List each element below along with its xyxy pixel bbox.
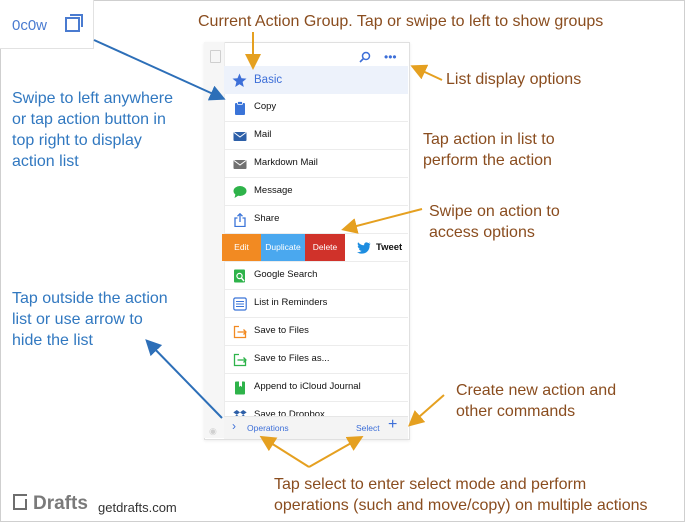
action-row-google-search[interactable]: Google Search bbox=[224, 262, 408, 290]
action-row-share[interactable]: Share bbox=[224, 206, 408, 234]
drafts-logo-text: Drafts bbox=[33, 493, 88, 514]
annotation-line: Tap action in list to bbox=[423, 131, 555, 148]
share-icon bbox=[234, 213, 246, 227]
duplicate-button[interactable]: Duplicate bbox=[261, 234, 305, 261]
operations-button[interactable]: Operations bbox=[247, 423, 289, 433]
document-icon[interactable] bbox=[210, 50, 221, 63]
annotation-line: or tap action button in bbox=[12, 111, 166, 128]
annotation-line: list or use arrow to bbox=[12, 311, 143, 328]
annotation-line: Tap outside the action bbox=[12, 290, 168, 307]
action-label: Save to Dropbox bbox=[254, 409, 325, 420]
save-icon bbox=[233, 353, 247, 367]
action-row-save-to-files-as[interactable]: Save to Files as... bbox=[224, 346, 408, 374]
action-row-copy[interactable]: Copy bbox=[224, 94, 408, 122]
chevron-right-icon[interactable]: › bbox=[232, 419, 236, 433]
action-label: Share bbox=[254, 213, 280, 224]
annotation-swipe-on-action: Swipe on action to access options bbox=[429, 201, 560, 243]
action-label: Save to Files as... bbox=[254, 353, 330, 364]
arrow-create-new bbox=[407, 394, 445, 427]
action-list: Basic Copy Mail Markdown Mail Message Sh… bbox=[222, 66, 408, 429]
draft-code: 0c0w bbox=[12, 17, 48, 34]
message-icon bbox=[233, 186, 247, 198]
top-widget: 0c0w bbox=[0, 0, 94, 49]
annotation-line: other commands bbox=[456, 403, 576, 420]
annotation-line: perform the action bbox=[423, 152, 552, 169]
action-label: Markdown Mail bbox=[254, 157, 318, 168]
action-label: Mail bbox=[254, 129, 272, 140]
drafts-logo-icon bbox=[13, 494, 27, 510]
action-row-append-to-icloud-journal[interactable]: Append to iCloud Journal bbox=[224, 374, 408, 402]
site-link[interactable]: getdrafts.com bbox=[98, 500, 177, 515]
action-row-markdown-mail[interactable]: Markdown Mail bbox=[224, 150, 408, 178]
mail-icon bbox=[233, 160, 247, 169]
action-list-bottom-bar: › Operations Select + bbox=[224, 416, 408, 439]
more-options-icon[interactable]: ••• bbox=[384, 50, 397, 64]
list-icon bbox=[233, 297, 247, 311]
action-row-message[interactable]: Message bbox=[224, 178, 408, 206]
arrow-list-display bbox=[410, 64, 443, 81]
action-label: Copy bbox=[254, 101, 277, 112]
annotation-line: hide the list bbox=[12, 332, 93, 349]
annotation-list-display: List display options bbox=[446, 71, 582, 88]
arrow-select bbox=[308, 436, 364, 468]
add-action-button[interactable]: + bbox=[388, 416, 398, 433]
annotation-swipe-left: Swipe to left anywhere or tap action but… bbox=[12, 88, 173, 172]
google-search-icon bbox=[234, 269, 245, 283]
edit-button[interactable]: Edit bbox=[222, 234, 261, 261]
action-row-tweet-swiped[interactable]: Edit Duplicate Delete Tweet bbox=[222, 234, 408, 262]
action-group-label: Basic bbox=[254, 74, 283, 86]
annotation-current-group: Current Action Group. Tap or swipe to le… bbox=[198, 13, 604, 30]
annotation-line: Swipe to left anywhere bbox=[12, 90, 173, 107]
mail-icon bbox=[233, 132, 247, 141]
annotation-line: access options bbox=[429, 224, 535, 241]
arrow-swipe-on-action bbox=[341, 208, 423, 234]
action-label: Save to Files bbox=[254, 325, 309, 336]
annotation-create-new: Create new action and other commands bbox=[456, 380, 616, 422]
save-icon bbox=[233, 325, 247, 339]
action-label: Tweet bbox=[376, 242, 403, 253]
eye-icon[interactable]: ◉ bbox=[209, 426, 217, 436]
action-label: List in Reminders bbox=[254, 297, 328, 308]
action-row-save-to-files[interactable]: Save to Files bbox=[224, 318, 408, 346]
annotation-line: Tap select to enter select mode and perf… bbox=[274, 476, 587, 493]
annotation-line: action list bbox=[12, 153, 79, 170]
arrow-tap-outside bbox=[145, 339, 223, 419]
action-label: Google Search bbox=[254, 269, 318, 280]
select-button[interactable]: Select bbox=[356, 423, 380, 433]
search-icon[interactable] bbox=[359, 51, 371, 63]
clipboard-icon bbox=[235, 101, 245, 115]
annotation-line: operations (such and move/copy) on multi… bbox=[274, 497, 648, 514]
action-label: Append to iCloud Journal bbox=[254, 381, 361, 392]
annotation-line: Swipe on action to bbox=[429, 203, 560, 220]
action-row-mail[interactable]: Mail bbox=[224, 122, 408, 150]
annotation-tap-select: Tap select to enter select mode and perf… bbox=[274, 474, 648, 516]
star-icon bbox=[232, 73, 247, 87]
arrow-swipe-left bbox=[93, 39, 226, 101]
delete-button[interactable]: Delete bbox=[305, 234, 345, 261]
action-row-list-in-reminders[interactable]: List in Reminders bbox=[224, 290, 408, 318]
action-label: Message bbox=[254, 185, 293, 196]
annotation-tap-outside: Tap outside the action list or use arrow… bbox=[12, 288, 168, 351]
action-list-button-icon[interactable] bbox=[65, 14, 83, 32]
annotation-tap-action: Tap action in list to perform the action bbox=[423, 129, 555, 171]
action-group-header[interactable]: Basic bbox=[224, 66, 408, 94]
twitter-icon bbox=[357, 242, 371, 254]
journal-icon bbox=[235, 381, 245, 395]
arrow-operations bbox=[259, 435, 310, 468]
annotation-line: top right to display bbox=[12, 132, 142, 149]
annotation-line: Create new action and bbox=[456, 382, 617, 399]
